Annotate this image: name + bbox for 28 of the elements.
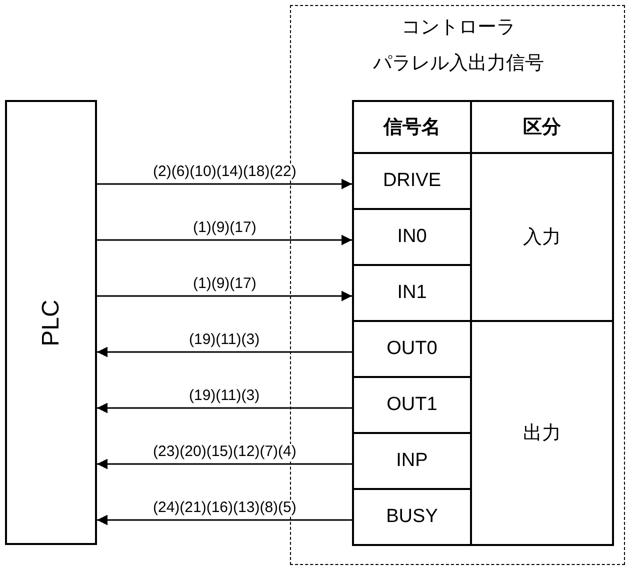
edge-label: (2)(6)(10)(14)(18)(22) [151,164,298,180]
heading-text: コントローラ [400,16,516,40]
edge-label: (19)(11)(3) [187,388,262,404]
arrow [97,402,352,414]
edge-label: (23)(20)(15)(12)(7)(4) [151,444,298,460]
arrow [97,290,352,302]
edge-label: (1)(9)(17) [191,276,258,292]
edge-label: (19)(11)(3) [187,332,262,348]
signal-cell: IN1 [353,265,471,321]
arrow [97,178,352,190]
signal-cell: DRIVE [353,153,471,209]
category-cell: 出力 [471,321,613,545]
arrow [97,514,352,526]
header-cell: 信号名 [353,101,471,153]
header-cell: 区分 [471,101,613,153]
arrow [97,458,352,470]
category-cell: 入力 [471,153,613,321]
signal-cell: BUSY [353,489,471,545]
signal-cell: INP [353,433,471,489]
arrow [97,346,352,358]
heading-text: パラレル入出力信号 [372,52,545,76]
signal-cell: IN0 [353,209,471,265]
plc-box: PLC [5,100,97,545]
signal-cell: OUT0 [353,321,471,377]
signal-cell: OUT1 [353,377,471,433]
edge-label: (24)(21)(16)(13)(8)(5) [151,500,298,516]
edge-label: (1)(9)(17) [191,220,258,236]
arrow [97,234,352,246]
